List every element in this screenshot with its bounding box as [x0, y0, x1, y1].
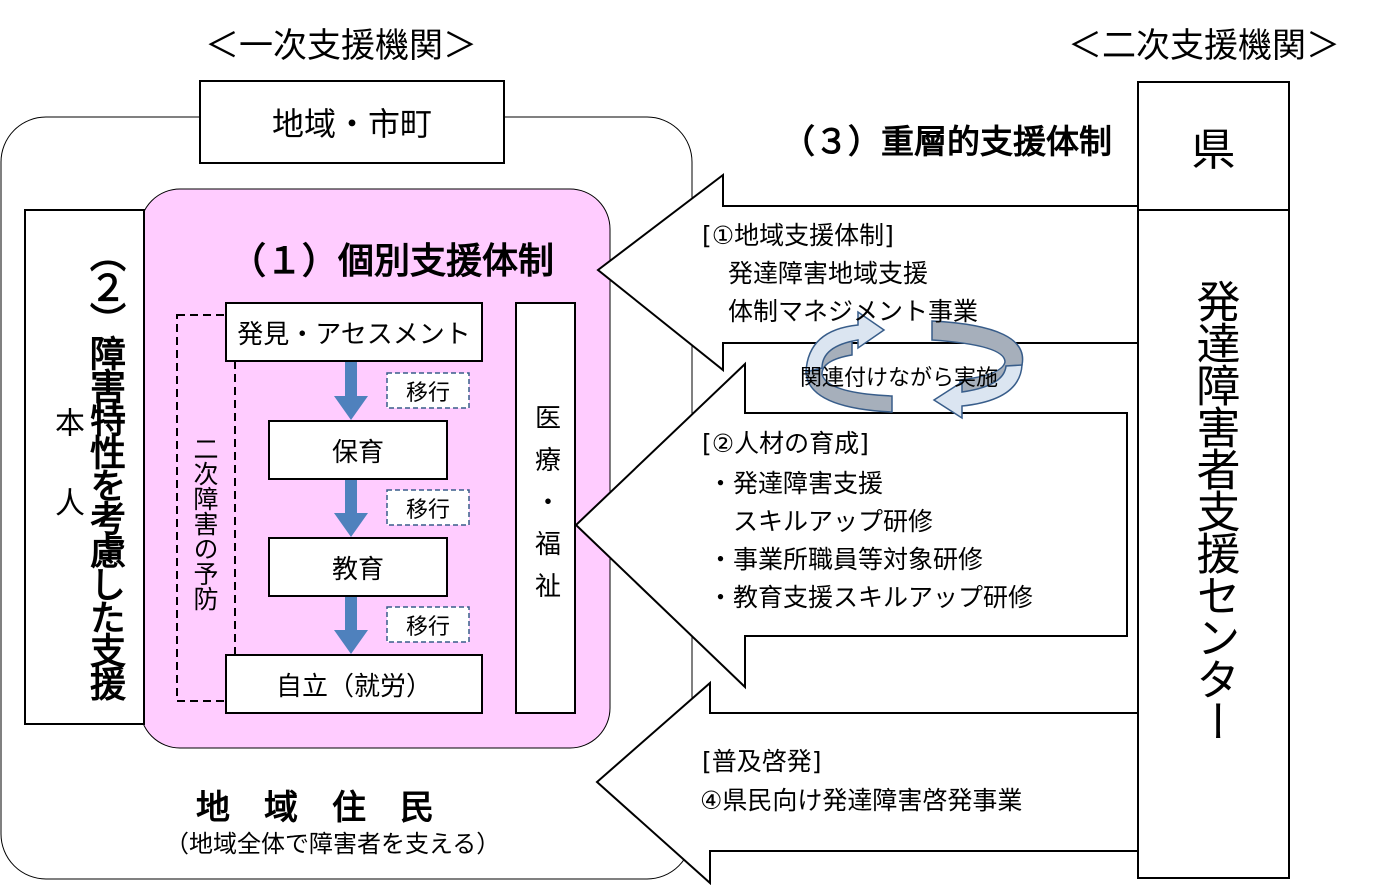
section1-title: （１）個別支援体制 — [230, 241, 555, 282]
flow-step-childcare: 保育 — [268, 420, 448, 480]
region-city-box: 地域・市町 — [199, 80, 505, 164]
arrow1-line: 体制マネジメント事業 — [728, 297, 979, 326]
medical-welfare-label: 医療・福祉 — [530, 404, 561, 614]
arrow2-line: スキルアップ研修 — [708, 507, 934, 536]
arrow3-line: ④県民向け発達障害啓発事業 — [700, 786, 1023, 815]
flow-arrow-1 — [334, 362, 368, 420]
arrow3-heading: [普及啓発] — [702, 747, 822, 776]
arrow1-line: 発達障害地域支援 — [728, 259, 929, 288]
flow-step-independence: 自立（就労） — [225, 654, 483, 714]
flow-arrow-3 — [334, 596, 368, 654]
secondary-institutions-header: ＜二次支援機関＞ — [1068, 26, 1340, 66]
transition-label: 移行 — [405, 614, 450, 640]
arrow2-heading: [②人材の育成] — [702, 429, 869, 458]
transition-frame-3 — [386, 606, 470, 643]
transition-label: 移行 — [405, 380, 450, 406]
person-box: 本 人 （２）障害特性を考慮した支援 — [24, 209, 145, 725]
residents-sublabel: （地域全体で障害者を支える） — [165, 830, 501, 858]
person-label: 本 人 — [49, 407, 84, 527]
flow-step-education: 教育 — [268, 537, 448, 597]
primary-institutions-header: ＜一次支援機関＞ — [205, 26, 477, 66]
support-center-label: 発達障害者支援センター — [1188, 279, 1240, 741]
section2-title: （２）障害特性を考慮した支援 — [84, 236, 125, 698]
cycle-arrows-icon — [805, 310, 1024, 420]
transition-frame-1 — [386, 372, 470, 409]
transition-frame-2 — [386, 489, 470, 526]
arrow1-heading: [①地域支援体制] — [702, 221, 894, 250]
flow-step-label: 保育 — [331, 437, 384, 468]
arrow2-line: ・事業所職員等対象研修 — [708, 545, 984, 574]
arrow2-line: ・教育支援スキルアップ研修 — [708, 583, 1034, 612]
residents-label: 地 域 住 民 — [196, 788, 434, 828]
prefecture-label: 県 — [1191, 125, 1236, 176]
section3-title: （３）重層的支援体制 — [782, 122, 1112, 161]
arrow-region-support — [596, 172, 1139, 373]
prevention-dashed-frame — [176, 314, 236, 702]
flow-step-label: 発見・アセスメント — [237, 319, 471, 350]
transition-label: 移行 — [405, 497, 450, 523]
support-center-box: 発達障害者支援センター — [1137, 209, 1290, 879]
prefecture-box: 県 — [1137, 81, 1290, 211]
flow-step-label: 教育 — [331, 554, 384, 585]
arrow-human-resources — [574, 361, 1128, 690]
flow-arrow-2 — [334, 479, 368, 537]
flow-step-discovery: 発見・アセスメント — [225, 302, 483, 362]
medical-welfare-box: 医療・福祉 — [515, 302, 576, 714]
arrow-awareness — [595, 680, 1139, 885]
prevention-label: 二次障害の予防 — [190, 436, 219, 611]
flow-step-label: 自立（就労） — [275, 671, 432, 702]
arrow2-line: ・発達障害支援 — [708, 469, 884, 498]
cycle-label: 関連付けながら実施 — [800, 366, 999, 391]
region-city-label: 地域・市町 — [271, 105, 432, 143]
